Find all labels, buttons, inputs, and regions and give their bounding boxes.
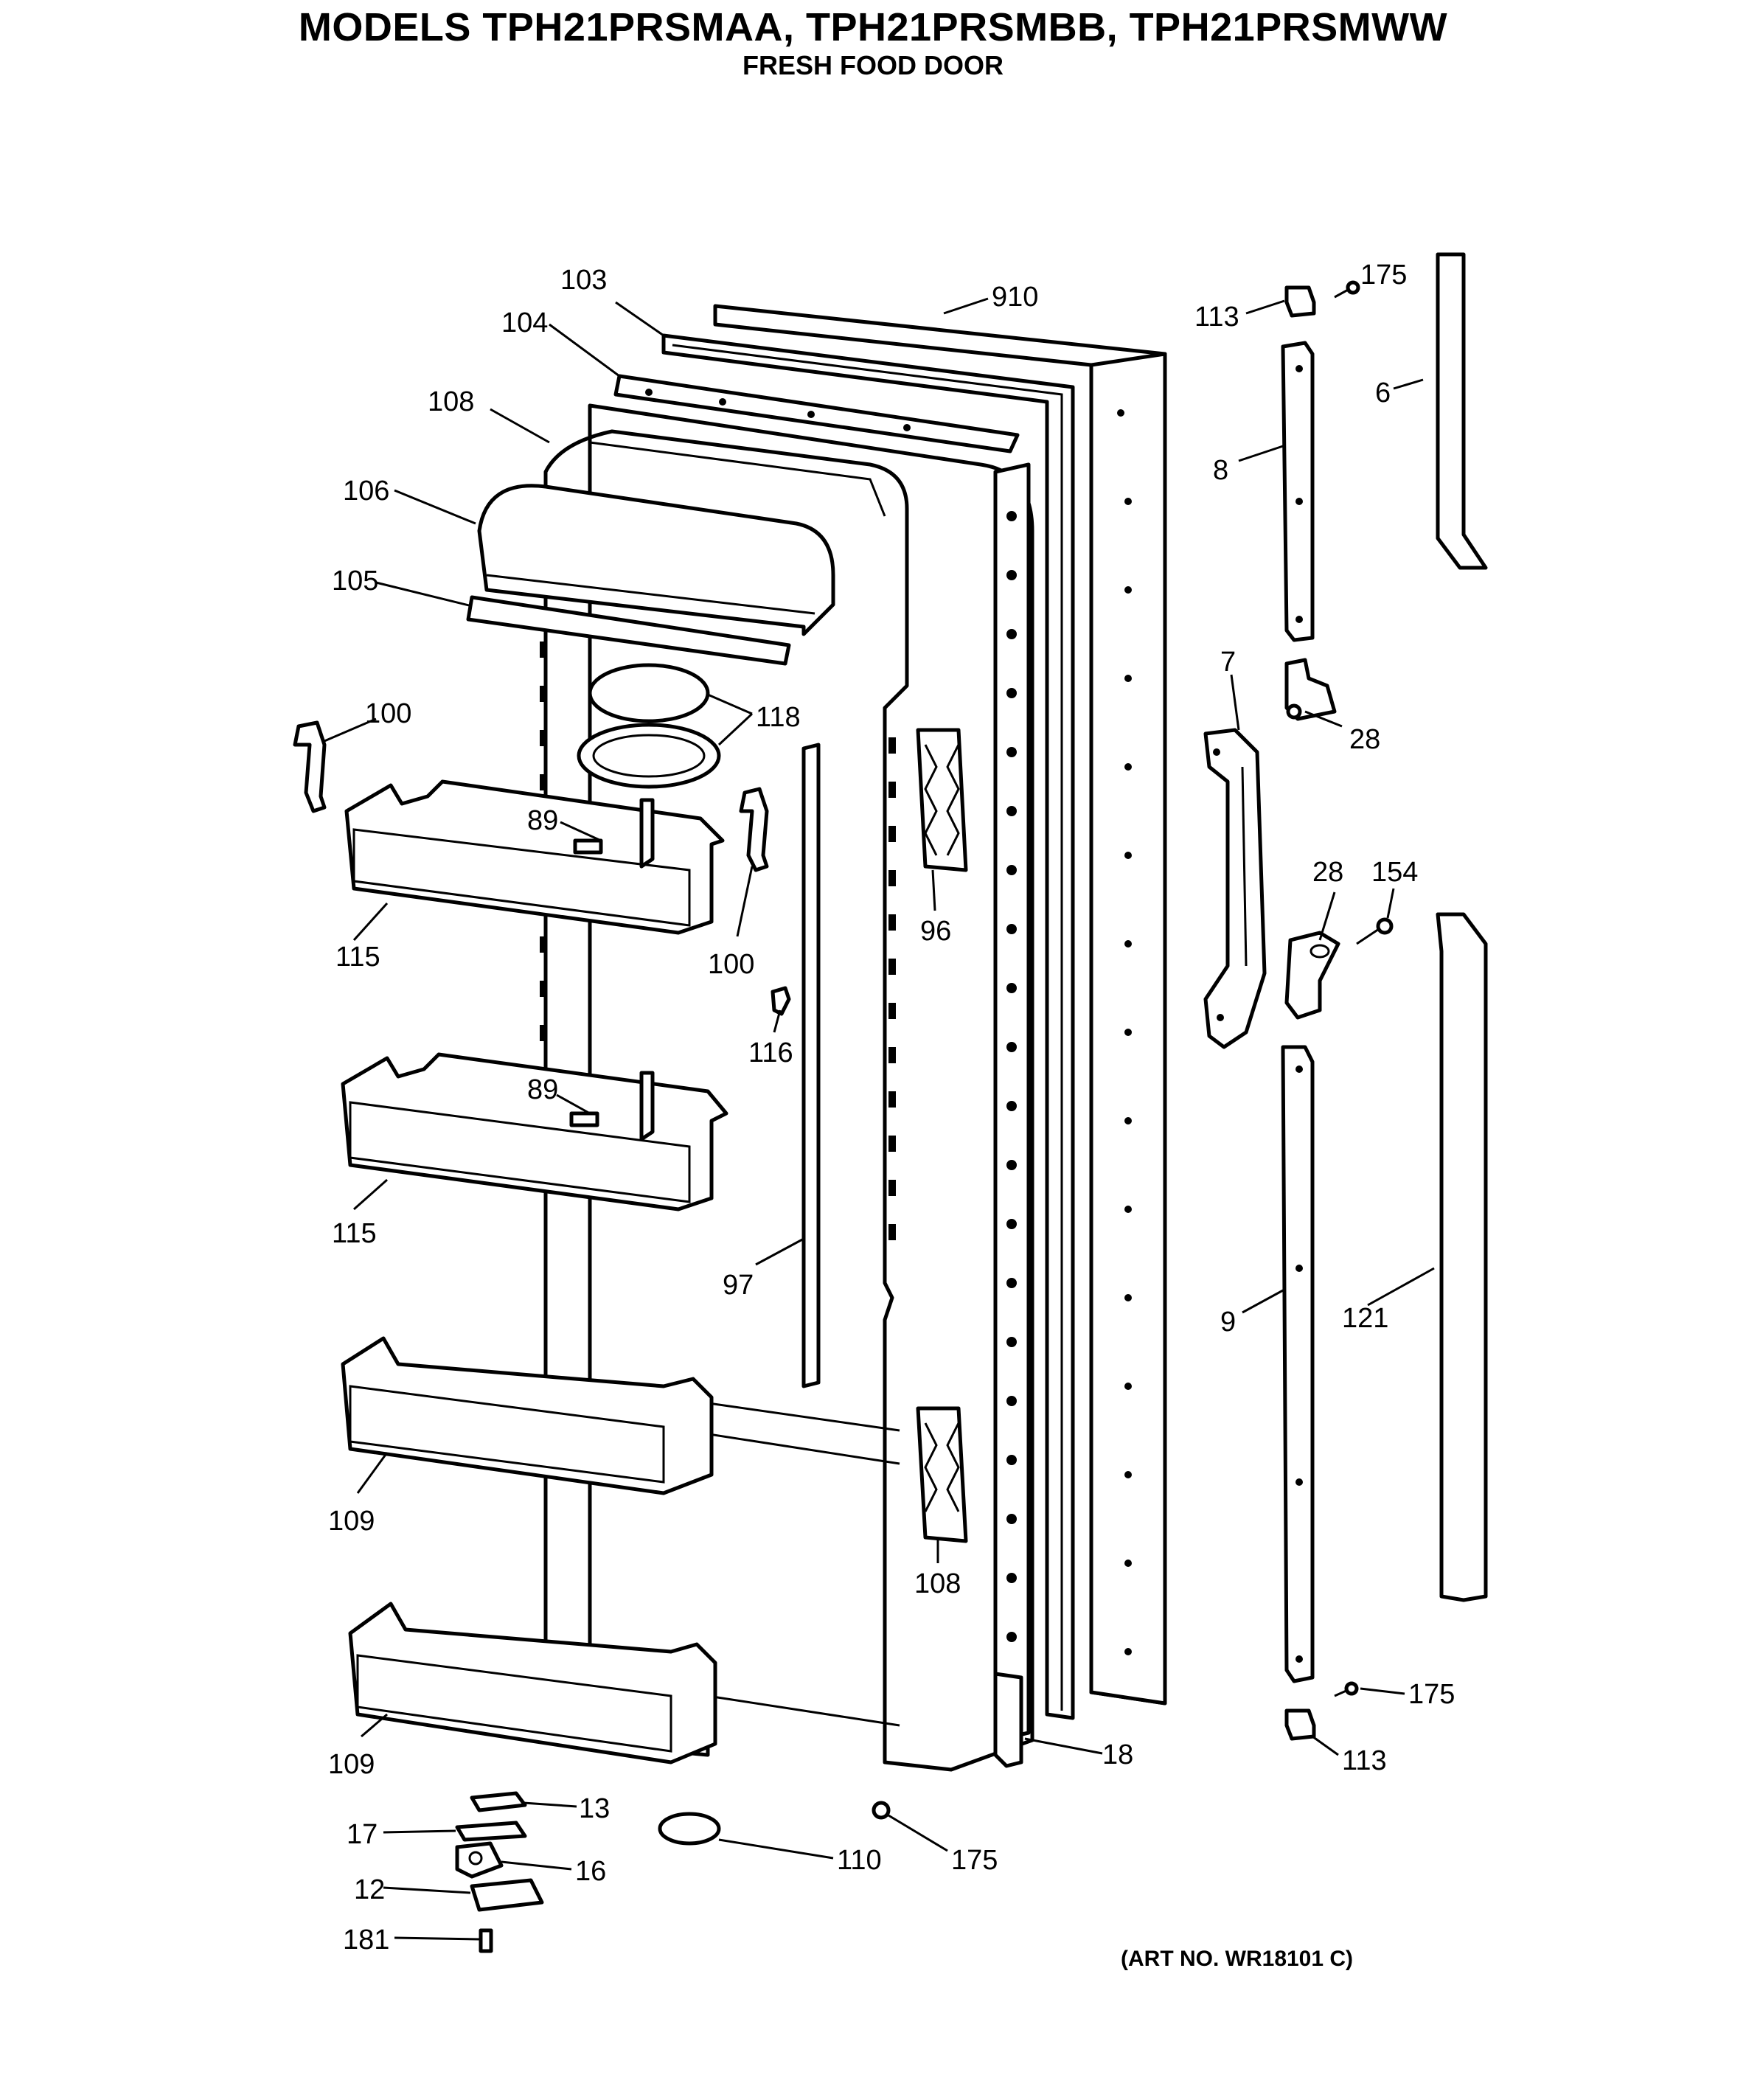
dairy-door-hinge	[466, 595, 791, 666]
diagram-subtitle: FRESH FOOD DOOR	[742, 50, 1004, 80]
bottle-bin-upper	[341, 1336, 714, 1495]
light-shield	[658, 1812, 721, 1846]
art-number: (ART NO. WR18101 C)	[1121, 1947, 1354, 1971]
hinge-plate	[470, 1791, 527, 1812]
callout-104: 104	[501, 307, 548, 338]
screw-bottom-center	[872, 1801, 891, 1820]
callout-28-lower: 28	[1312, 857, 1343, 888]
callout-97: 97	[723, 1270, 754, 1301]
trim-strip	[993, 1672, 1023, 1768]
callout-910: 910	[992, 282, 1038, 313]
callout-115-lower: 115	[332, 1218, 377, 1249]
leader-lines	[324, 297, 1435, 1941]
screw-middle	[1356, 917, 1394, 945]
callout-175-right: 175	[1408, 1679, 1455, 1710]
callout-113-top: 113	[1194, 302, 1239, 333]
callout-154: 154	[1371, 857, 1418, 888]
shelf-bracket-right	[739, 787, 769, 872]
callout-28-upper: 28	[1349, 724, 1380, 755]
door-gasket	[661, 333, 1075, 1720]
callout-7: 7	[1220, 647, 1236, 678]
hinge-bracket	[470, 1878, 544, 1912]
callout-18: 18	[1102, 1739, 1133, 1770]
callout-116: 116	[748, 1037, 793, 1068]
hinge-screw	[479, 1928, 493, 1953]
hinge-shim	[455, 1821, 527, 1842]
callout-17: 17	[347, 1819, 378, 1850]
dairy-compartment-door	[477, 484, 835, 636]
callout-6: 6	[1375, 378, 1391, 408]
screw-top	[1334, 280, 1360, 299]
handle-trim-lower	[1436, 912, 1488, 1602]
door-handle	[1203, 728, 1267, 1049]
callout-110: 110	[837, 1845, 882, 1876]
callout-121: 121	[1342, 1303, 1388, 1334]
callout-9: 9	[1220, 1307, 1236, 1338]
handle-bracket-upper	[1284, 658, 1337, 721]
door-bin-middle	[341, 1052, 728, 1211]
callout-89-lower: 89	[527, 1074, 558, 1105]
diagram-title: MODELS TPH21PRSMAA, TPH21PRSMBB, TPH21PR…	[298, 5, 1448, 49]
callout-13: 13	[579, 1793, 610, 1824]
hinge-cap-top	[1284, 285, 1316, 318]
callout-109-upper: 109	[328, 1506, 375, 1537]
shelf-bracket-left	[293, 720, 327, 813]
top-cap-strip	[613, 374, 1020, 453]
handle-bracket-lower	[1284, 931, 1340, 1020]
callout-96: 96	[920, 916, 951, 947]
callout-12: 12	[354, 1874, 385, 1905]
callout-100-right: 100	[708, 949, 754, 980]
liner-edge-strip	[993, 462, 1031, 1742]
callout-109-lower: 109	[328, 1749, 375, 1780]
callout-16: 16	[575, 1856, 606, 1887]
callout-181: 181	[343, 1925, 389, 1955]
door-bin-upper	[344, 779, 725, 935]
shelf-clip	[771, 986, 791, 1016]
callout-118: 118	[756, 702, 801, 733]
egg-tray	[577, 663, 721, 789]
cam-bracket-lower	[916, 1406, 968, 1543]
callout-89-upper: 89	[527, 805, 558, 836]
cam-bracket-upper	[916, 728, 968, 872]
callout-108-top: 108	[428, 386, 474, 417]
callout-105: 105	[332, 566, 378, 597]
hinge-cam	[455, 1841, 504, 1879]
shelf-rail	[801, 743, 821, 1388]
callout-103: 103	[560, 265, 607, 296]
callout-106: 106	[343, 476, 389, 507]
outer-door-panel	[713, 304, 1167, 1706]
hinge-cap-bottom	[1284, 1708, 1316, 1741]
callout-108-lower: 108	[914, 1568, 961, 1599]
callout-8: 8	[1213, 455, 1228, 486]
callout-175-bottom: 175	[951, 1845, 998, 1876]
handle-trim-upper	[1436, 252, 1488, 570]
callout-113-bottom: 113	[1342, 1745, 1387, 1776]
callout-175-top: 175	[1360, 260, 1407, 291]
handle-mount-lower	[1281, 1045, 1315, 1683]
screw-bottom-right	[1334, 1681, 1359, 1697]
bottle-bin-lower	[348, 1602, 717, 1765]
callout-115-upper: 115	[335, 942, 380, 973]
handle-mount-upper	[1281, 341, 1315, 642]
callout-100-left: 100	[365, 698, 411, 729]
